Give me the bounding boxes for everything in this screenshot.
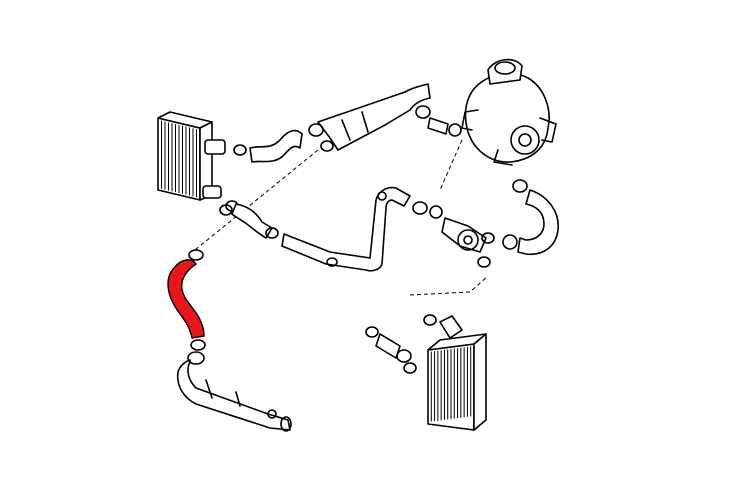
hose-clamp: [190, 339, 206, 351]
middle-hose: [231, 203, 279, 239]
short-hose: [375, 333, 417, 374]
left-intercooler: [157, 111, 226, 201]
turbocharger: [461, 58, 557, 166]
hose-clamp: [365, 326, 379, 338]
hose-clamp: [219, 204, 233, 216]
right-intercooler: [423, 314, 487, 431]
hose-clamp: [512, 179, 528, 193]
lower-charge-pipe: [176, 351, 292, 432]
hose-clamp: [415, 105, 431, 119]
small-hose: [427, 117, 462, 137]
upper-hose: [249, 129, 303, 163]
pipe-fitting: [441, 217, 495, 253]
hose-clamp: [412, 201, 443, 219]
hose-clamp: [233, 144, 247, 156]
right-curved-hose: [502, 189, 559, 255]
hose-clamp: [188, 249, 204, 261]
charge-pipe-middle: [281, 186, 411, 272]
hose-clamp: [477, 256, 491, 268]
charge-pipe-upper: [308, 83, 431, 152]
intercooler-hose-highlighted: [167, 259, 205, 339]
